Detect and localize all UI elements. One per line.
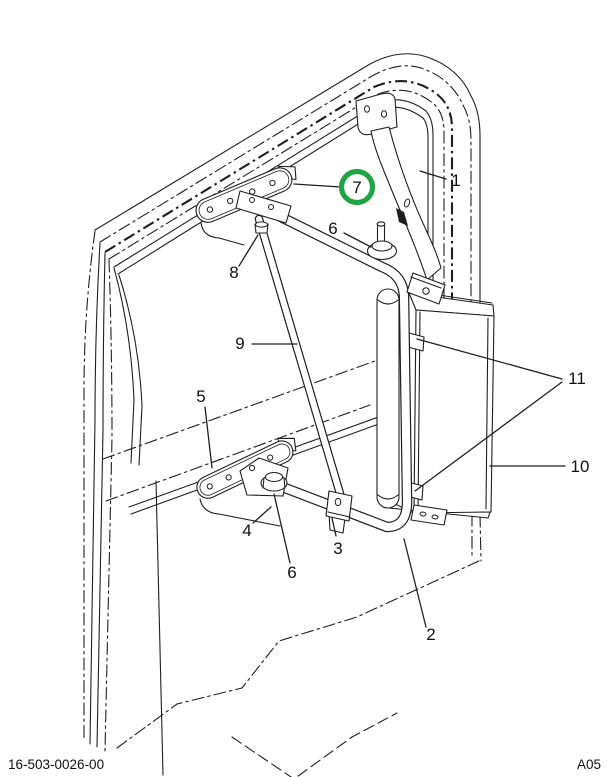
bracket-hole — [206, 206, 214, 213]
torn-edge-lower — [231, 712, 398, 777]
clamp-knob-upper — [366, 221, 398, 261]
callout-7-label: 7 — [352, 178, 361, 197]
arm-slot — [403, 198, 411, 208]
callout-10: 10 — [489, 457, 590, 476]
arm-joint-shadow — [396, 208, 408, 226]
callout-5: 5 — [196, 387, 213, 469]
arm-clamp-hole — [422, 287, 430, 295]
belt-line-upper — [102, 360, 376, 460]
callout-7-highlighted[interactable]: 7 — [293, 168, 376, 206]
page-code: A05 — [577, 757, 601, 772]
callout-4: 4 — [242, 506, 272, 540]
callout-8-label: 8 — [229, 263, 238, 282]
knob-stem-cap — [376, 221, 386, 227]
mirror-loop-tube — [265, 206, 413, 533]
callout-3: 3 — [331, 517, 343, 558]
callout-3-label: 3 — [333, 539, 342, 558]
frame-line-3 — [104, 80, 454, 303]
mirror-post-tube — [376, 288, 400, 509]
upper-mount-bracket — [195, 165, 297, 246]
callout-6-upper: 6 — [328, 219, 372, 248]
callout-5-label: 5 — [196, 387, 205, 406]
knob-ridges — [262, 477, 286, 489]
callout-6-upper-label: 6 — [328, 219, 337, 238]
frame-line-4 — [108, 89, 445, 303]
frame-outer-edge-lower — [479, 514, 482, 562]
bracket-hole — [267, 454, 274, 461]
clamp-hole — [334, 497, 342, 507]
callout-6-lower-label: 6 — [287, 563, 296, 582]
boss-hole — [268, 204, 274, 210]
torn-edge-upper — [116, 559, 482, 749]
left-pillar-line-3 — [96, 252, 106, 748]
left-window-edge-inner — [118, 274, 143, 466]
callout-10-label: 10 — [571, 457, 590, 476]
mirror-back-panel — [413, 309, 495, 515]
left-window-edge-outer — [113, 267, 135, 464]
left-pillar-outer — [83, 230, 96, 742]
callout-11: 11 — [414, 338, 586, 492]
callout-2: 2 — [403, 538, 436, 644]
bracket-hole — [226, 197, 234, 205]
tube-clamp — [325, 490, 353, 534]
callout-11-label: 11 — [568, 369, 586, 388]
highlight-circle — [338, 168, 376, 206]
bracket-flange-lower — [199, 498, 281, 527]
callouts: 1 7 6 8 9 5 4 6 — [196, 168, 590, 644]
boss-hole — [248, 464, 256, 472]
bracket-hole — [225, 474, 232, 481]
belt-line-lower — [105, 404, 371, 502]
arm-lower-clamp-line — [410, 276, 442, 289]
bracket-hole — [269, 179, 276, 187]
callout-1: 1 — [419, 170, 461, 190]
part-number: 16-503-0026-00 — [8, 757, 104, 772]
mirror-bottom-bracket — [410, 504, 448, 526]
bracket-hole — [419, 511, 427, 517]
frame-outer-edge — [94, 53, 481, 311]
callout-2-label: 2 — [426, 625, 435, 644]
post-top-cap — [377, 299, 399, 305]
mount-nut-top — [255, 221, 268, 228]
callout-9-label: 9 — [235, 334, 244, 353]
mirror-right-edge-inner — [485, 317, 489, 510]
callout-9: 9 — [235, 334, 298, 353]
bracket-hole — [431, 514, 439, 520]
post-bottom-cap — [377, 494, 399, 500]
footer: 16-503-0026-00 A05 — [8, 757, 601, 772]
callout-8: 8 — [229, 234, 259, 282]
bracket-hole — [206, 483, 213, 490]
upper-support-arm — [355, 92, 446, 305]
frame-line-2 — [99, 65, 472, 308]
knob-cap — [264, 471, 284, 483]
mirror-post — [376, 288, 400, 509]
clamp-knob-lower — [260, 471, 288, 492]
callout-6-lower: 6 — [273, 493, 297, 582]
callout-1-label: 1 — [451, 171, 460, 190]
callout-4-label: 4 — [242, 521, 251, 540]
boss-hole — [249, 197, 255, 203]
arm-top-bracket — [355, 92, 398, 136]
door-panel-edge — [155, 480, 164, 776]
arm-bracket-hole — [381, 110, 387, 118]
lower-mount-bracket — [196, 437, 297, 527]
bracket-flange — [200, 222, 245, 246]
arm-bracket-hole — [364, 105, 370, 113]
bracket-hole — [249, 188, 256, 195]
left-pillar-line-4 — [104, 259, 113, 752]
left-pillar-line-2 — [89, 242, 101, 745]
clamp-band-line — [327, 511, 351, 518]
knob-hub — [371, 240, 393, 252]
mirror-brace-arm — [254, 214, 346, 502]
